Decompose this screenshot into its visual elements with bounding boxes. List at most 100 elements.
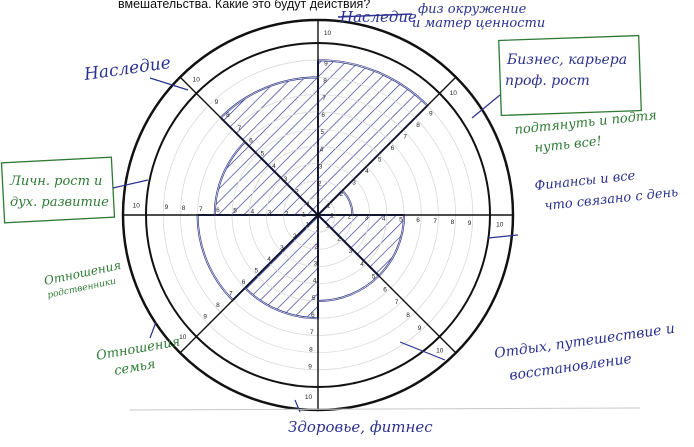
tick-label: 6	[311, 312, 315, 319]
health-label: Здоровье, фитнес	[288, 418, 433, 436]
tick-label: 9	[165, 204, 169, 211]
tick-label: 2	[295, 189, 299, 196]
tick-label: 5	[233, 208, 237, 215]
tick-label: 5	[321, 129, 325, 136]
personal-frame	[0, 156, 116, 224]
nasledie-pointer	[149, 77, 189, 91]
tick-label: 7	[199, 206, 203, 213]
tick-label: 1	[302, 211, 306, 218]
tick-label: 2	[315, 243, 319, 250]
tick-label: 6	[383, 286, 387, 293]
tick-label: 3	[319, 163, 323, 170]
tick-label: 10	[133, 202, 141, 209]
sector-spokes	[123, 20, 513, 410]
tick-label: 4	[320, 146, 324, 153]
tick-label: 4	[382, 215, 386, 222]
tick-label: 6	[391, 145, 395, 152]
tick-label: 10	[450, 90, 458, 97]
finance-pointer	[487, 234, 519, 239]
tick-label: 3	[268, 209, 272, 216]
sector-1	[317, 59, 429, 218]
tick-label: 1	[327, 202, 331, 209]
tick-label: 8	[406, 312, 410, 319]
tick-label: 5	[255, 268, 259, 275]
tick-label: 10	[436, 347, 444, 354]
tick-label: 8	[416, 122, 420, 129]
tick-label: 3	[284, 176, 288, 183]
personal-pointer	[112, 179, 149, 189]
business-label-1: Бизнес, карьера	[506, 52, 627, 68]
tick-label: 2	[293, 233, 297, 240]
tick-label: 9	[324, 60, 328, 67]
tick-label: 5	[378, 156, 382, 163]
tick-label: 1	[326, 223, 330, 230]
tick-label: 3	[349, 248, 353, 255]
nasledie-struck-label: Наследие	[339, 8, 417, 26]
spoke-4	[179, 76, 457, 354]
header-text: вмешательства. Какие это будут действия?	[118, 0, 371, 11]
tick-label: 4	[272, 163, 276, 170]
tick-label: 10	[324, 30, 332, 37]
tick-label: 6	[242, 279, 246, 286]
tick-label: 7	[229, 291, 233, 298]
rest-label-1: Отдых, путешествие и	[493, 321, 676, 362]
tick-label: 6	[249, 138, 253, 145]
inner-ring	[145, 42, 491, 388]
tick-label: 7	[238, 125, 242, 132]
tick-label: 8	[216, 302, 220, 309]
tick-label: 10	[193, 77, 201, 84]
tick-label: 6	[416, 217, 420, 224]
tick-label: 4	[313, 278, 317, 285]
tick-label: 8	[451, 219, 455, 226]
tick-label: 7	[433, 218, 437, 225]
tick-label: 2	[285, 210, 289, 217]
tick-label: 4	[365, 168, 369, 175]
tick-label: 4	[250, 209, 254, 216]
tick-label: 4	[267, 256, 271, 263]
personal-label-2: дух. развитие	[10, 195, 109, 210]
tick-label: 9	[215, 99, 219, 106]
tick-label: 7	[403, 133, 407, 140]
tick-label: 3	[352, 179, 356, 186]
tick-label: 9	[468, 220, 472, 227]
tick-label: 6	[216, 207, 220, 214]
fiz-label-1: физ окружение	[418, 2, 527, 17]
tick-label: 5	[312, 295, 316, 302]
tick-label: 6	[321, 112, 325, 119]
baseline	[129, 407, 641, 411]
tick-label: 3	[365, 215, 369, 222]
family-pointer	[149, 321, 157, 339]
tick-label: 2	[340, 191, 344, 198]
tick-label: 2	[318, 181, 322, 188]
tick-label: 8	[323, 78, 327, 85]
tick-label: 1	[317, 198, 321, 205]
tick-label: 2	[348, 214, 352, 221]
tick-label: 10	[179, 334, 187, 341]
strike-line	[337, 13, 413, 18]
tick-label: 9	[418, 325, 422, 332]
tick-label: 7	[322, 95, 326, 102]
tick-label: 10	[496, 222, 504, 229]
tick-label: 8	[309, 346, 313, 353]
tick-label: 9	[308, 364, 312, 371]
tick-label: 5	[399, 216, 403, 223]
tick-label: 1	[306, 222, 310, 229]
tick-label: 9	[429, 110, 433, 117]
health-pointer	[294, 399, 301, 413]
tick-label: 5	[372, 274, 376, 281]
tick-label: 3	[314, 261, 318, 268]
tick-label: 2	[337, 235, 341, 242]
tick-label: 1	[315, 226, 319, 233]
tick-label: 10	[305, 394, 313, 401]
business-frame	[498, 34, 642, 117]
tick-label: 5	[261, 150, 265, 157]
tick-label: 1	[330, 213, 334, 220]
business-pointer	[471, 94, 501, 119]
personal-label-1: Личн. рост и	[9, 174, 102, 189]
family-label-2: семья	[113, 357, 156, 379]
business-label-2: проф. рост	[505, 73, 590, 89]
rest-pointer	[399, 341, 446, 361]
